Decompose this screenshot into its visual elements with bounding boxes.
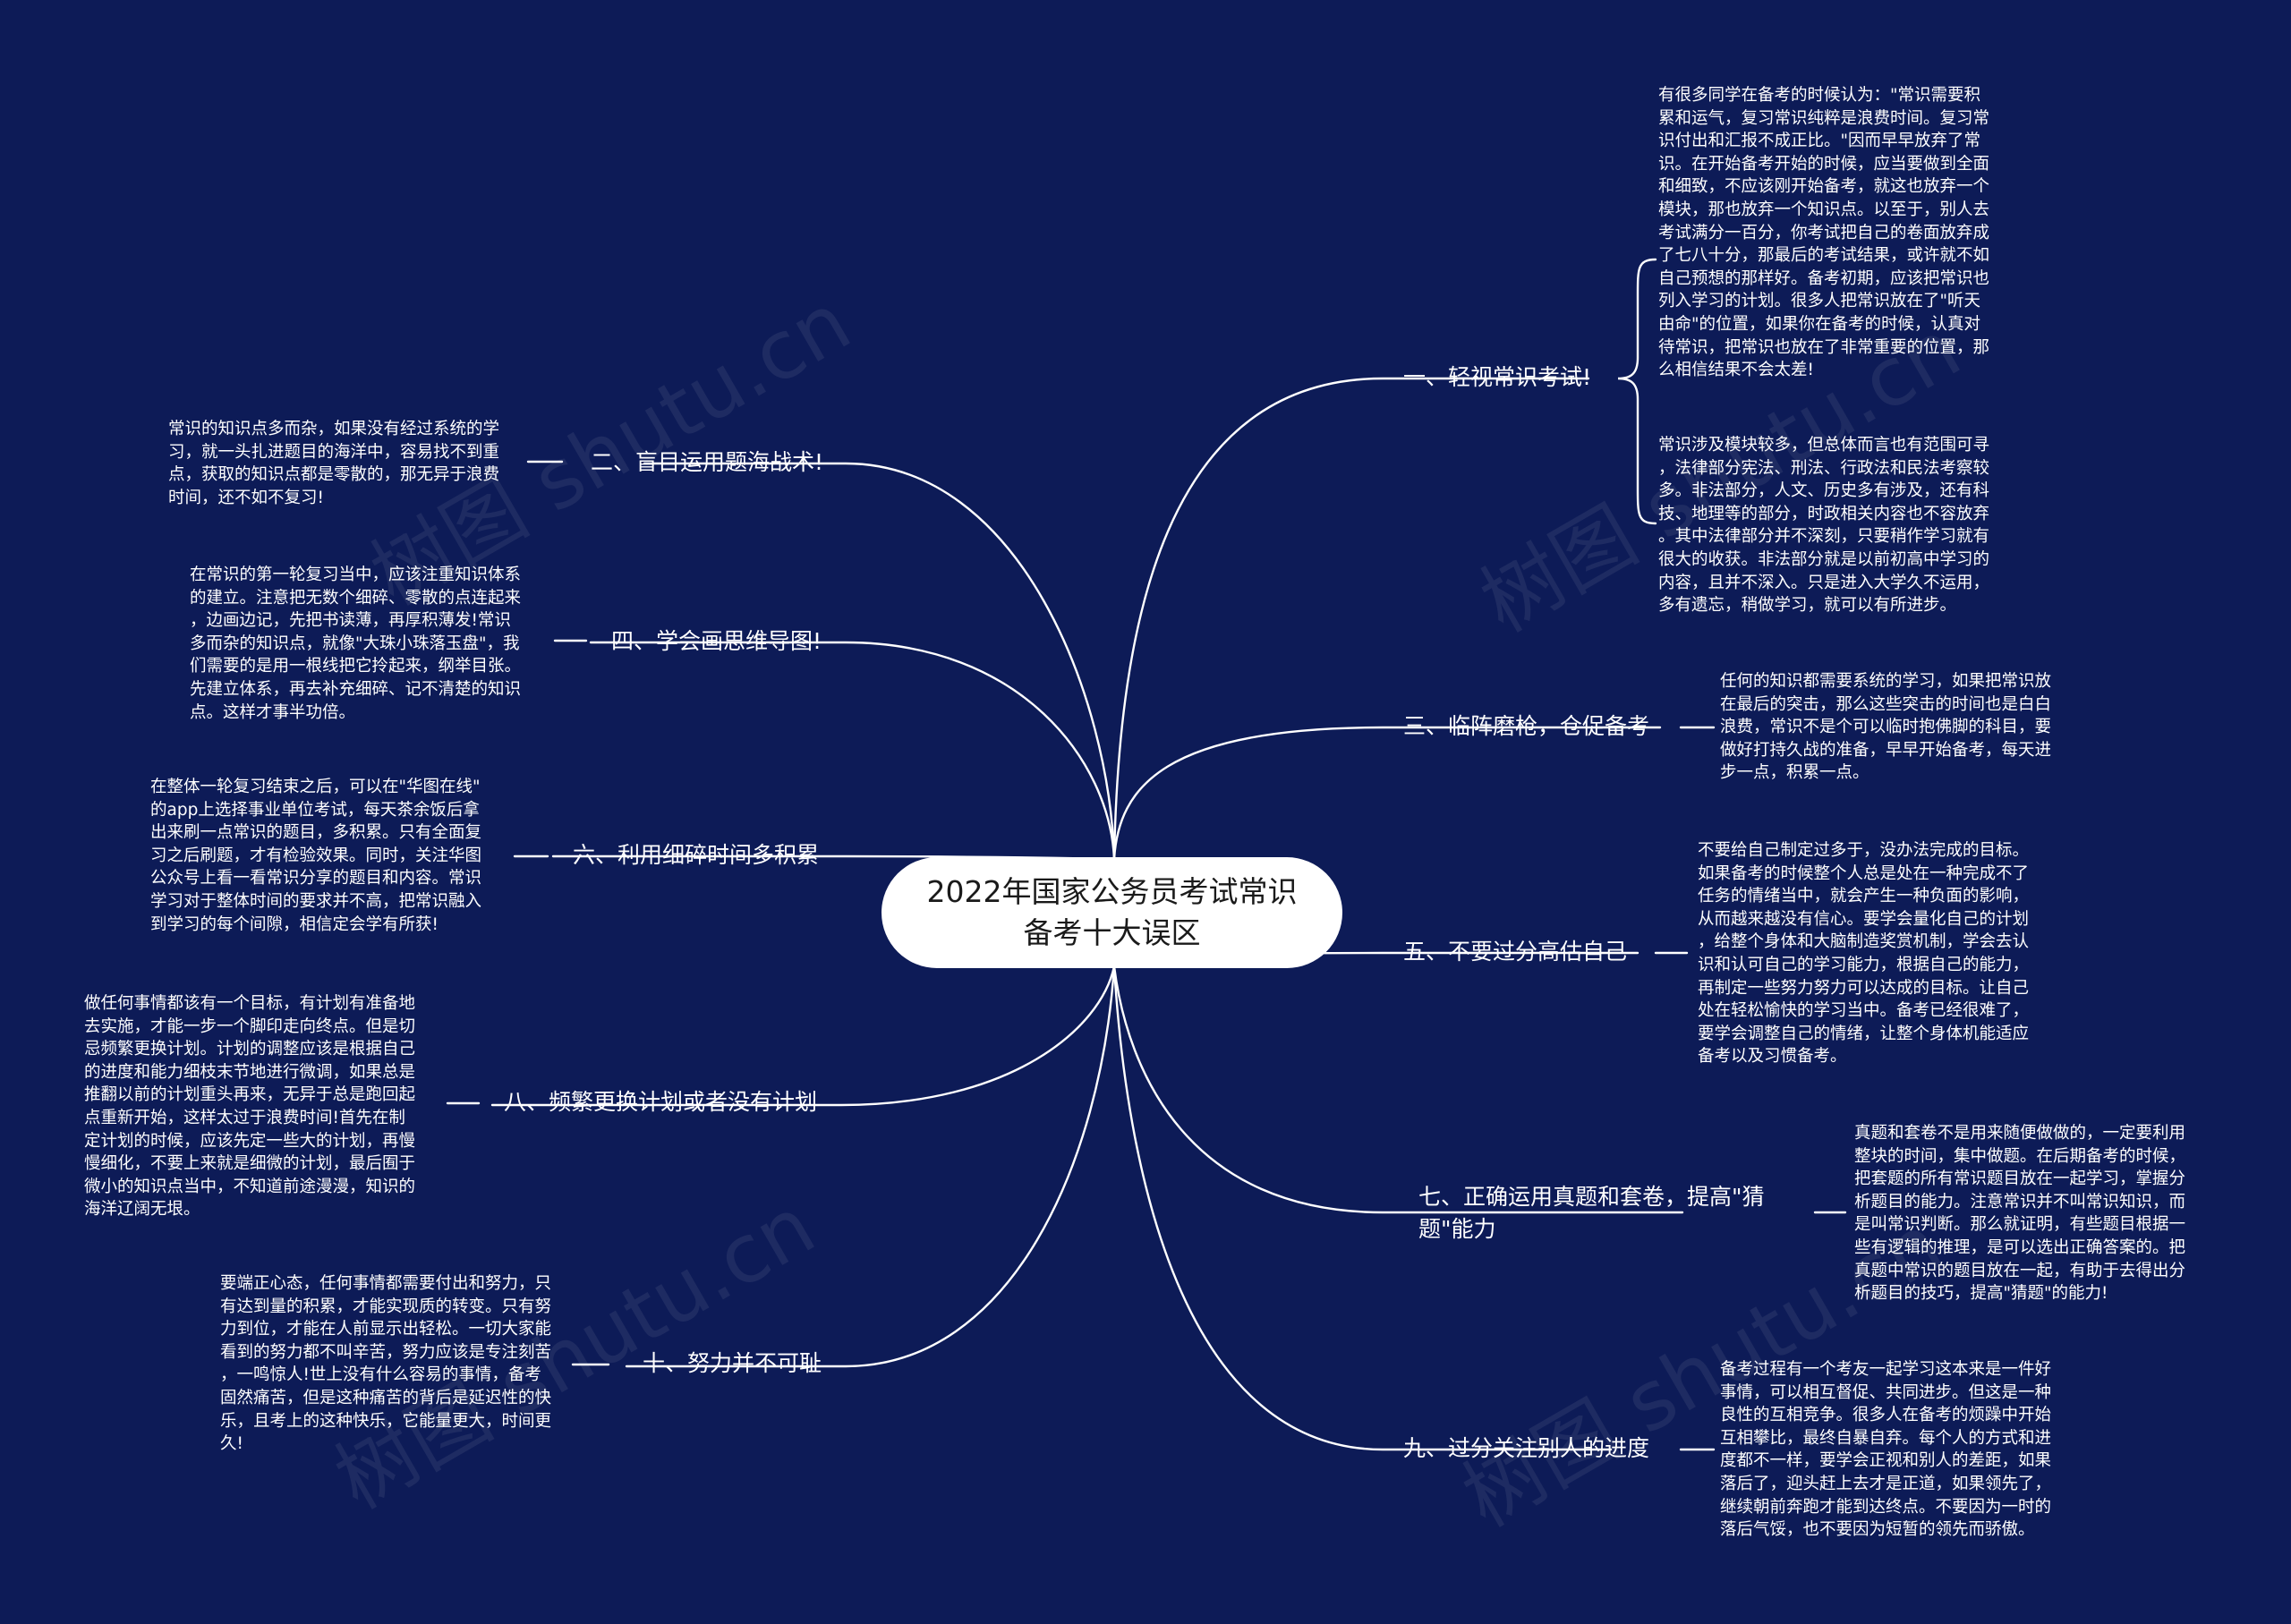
branch-9[interactable]: 九、过分关注别人的进度 bbox=[1403, 1435, 1650, 1461]
note-branch-4: 在常识的第一轮复习当中，应该注重知识体系 的建立。注意把无数个细碎、零散的点连起… bbox=[190, 565, 522, 722]
branch-3[interactable]: 三、临阵磨枪，仓促备考 bbox=[1403, 713, 1650, 739]
note-branch-2: 常识的知识点多而杂，如果没有经过系统的学 习，就一头扎进题目的海洋中，容易找不到… bbox=[168, 420, 500, 507]
branch-8[interactable]: 八、频繁更换计划或者没有计划 bbox=[504, 1089, 818, 1115]
note-branch-8: 做任何事情都该有一个目标，有计划有准备地 去实施，才能一步一个脚印走向终点。但是… bbox=[84, 994, 416, 1220]
branch-10[interactable]: 十、努力并不可耻 bbox=[643, 1350, 822, 1376]
note-branch-9: 备考过程有一个考友一起学习这本来是一件好 事情，可以相互督促、共同进步。但这是一… bbox=[1720, 1360, 2052, 1540]
note-branch-3: 任何的知识都需要系统的学习，如果把常识放 在最后的突击，那么这些突击的时间也是白… bbox=[1720, 672, 2052, 783]
branch-6[interactable]: 六、利用细碎时间多积累 bbox=[573, 842, 820, 868]
connector-b10 bbox=[625, 965, 1116, 1368]
branch-1[interactable]: 一、轻视常识考试! bbox=[1403, 364, 1592, 390]
connector-b1 bbox=[1112, 377, 1590, 861]
note-branch-10: 要端正心态，任何事情都需要付出和努力，只 有达到量的积累，才能实现质的转变。只有… bbox=[220, 1274, 552, 1454]
note-branch-6: 在整体一轮复习结束之后，可以在"华图在线" 的app上选择事业单位考试，每天茶余… bbox=[150, 778, 482, 934]
connector-b9 bbox=[1112, 965, 1613, 1451]
note-branch-7: 真题和套卷不是用来随便做做的，一定要利用 整块的时间，集中做题。在后期备考的时候… bbox=[1854, 1124, 2186, 1304]
note-branch-1-b: 常识涉及模块较多，但总体而言也有范围可寻 ，法律部分宪法、刑法、行政法和民法考察… bbox=[1658, 436, 1990, 616]
connector-b8 bbox=[490, 965, 1116, 1107]
connector-b4 bbox=[589, 641, 1116, 861]
branch-7[interactable]: 七、正确运用真题和套卷，提高"猜题"能力 bbox=[1418, 1184, 1765, 1242]
connector-b3 bbox=[1112, 726, 1662, 861]
connector-b7 bbox=[1112, 965, 1684, 1214]
branch-2[interactable]: 二、盲目运用题海战术! bbox=[591, 449, 824, 475]
branch-5[interactable]: 五、不要过分高估自己 bbox=[1403, 939, 1628, 965]
branch-4[interactable]: 四、学会画思维导图! bbox=[611, 628, 822, 654]
note-branch-5: 不要给自己制定过多于，没办法完成的目标。 如果备考的时候整个人总是处在一种完成不… bbox=[1698, 841, 2030, 1067]
connector-b2 bbox=[643, 462, 1116, 861]
note-branch-1-a: 有很多同学在备考的时候认为："常识需要积 累和运气，复习常识纯粹是浪费时间。复习… bbox=[1658, 86, 1990, 380]
central-topic-label: 2022年国家公务员考试常识备考十大误区 bbox=[926, 874, 1298, 950]
central-topic[interactable]: 2022年国家公务员考试常识备考十大误区 bbox=[881, 857, 1342, 968]
brace-b1 bbox=[1617, 258, 1657, 525]
